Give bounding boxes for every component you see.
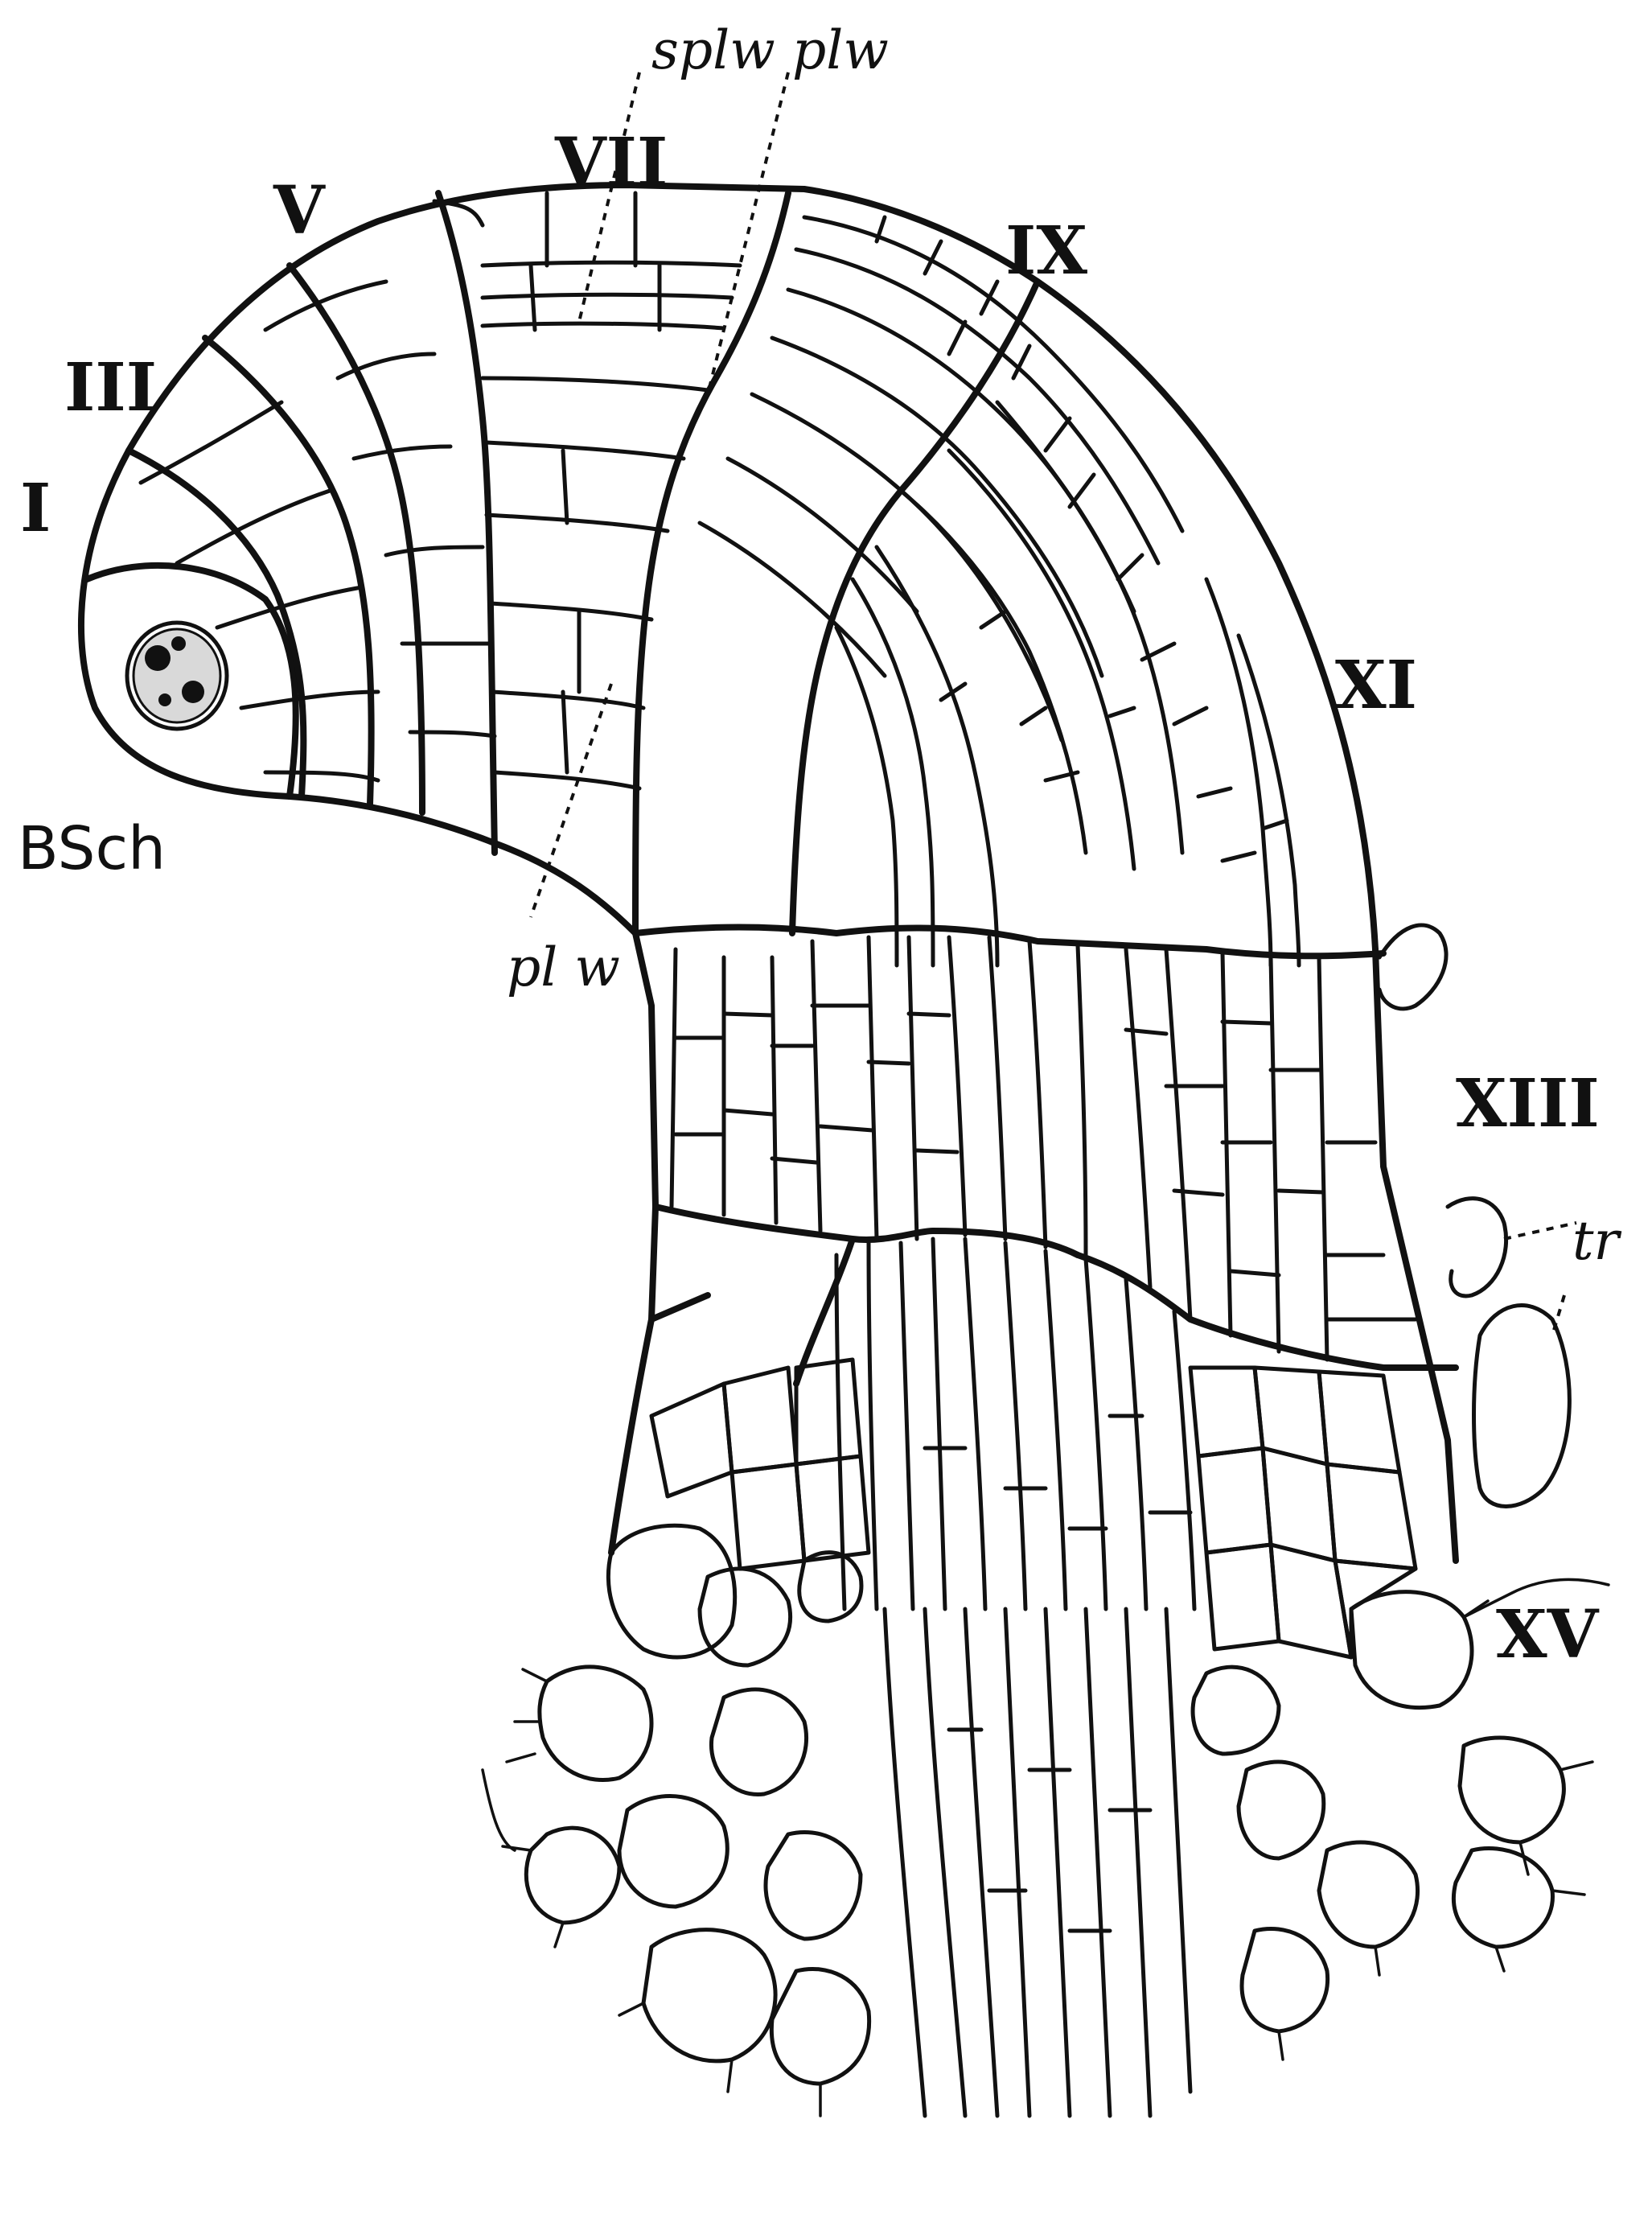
- spiky-epidermis: [483, 1579, 1609, 2116]
- nucleolus-1: [145, 645, 171, 671]
- label-V: V: [273, 172, 326, 249]
- labels: I III V VII IX XI XIII XV BSch splw plw …: [18, 19, 1622, 1673]
- lower-polygon-cells: [651, 1360, 1416, 1657]
- nucleolus-2: [182, 681, 204, 703]
- label-bsch: BSch: [18, 814, 166, 883]
- stem-cross-walls: [676, 1006, 1416, 1931]
- label-XIII: XIII: [1456, 1065, 1600, 1142]
- transverse-boundaries: [635, 928, 1456, 1385]
- right-arcs: [700, 217, 1299, 965]
- label-I: I: [20, 470, 51, 547]
- label-XV: XV: [1496, 1596, 1600, 1673]
- nucleolus-4: [158, 693, 171, 706]
- trichomes: [1379, 925, 1569, 1507]
- label-splw: splw: [651, 19, 775, 81]
- nucleolus-3: [171, 636, 186, 651]
- label-III: III: [64, 349, 157, 426]
- hook-cell-arcs: [141, 193, 740, 788]
- label-plw-bottom: pl w: [507, 936, 620, 998]
- outer-outline: [81, 185, 1456, 1561]
- label-tr: tr: [1572, 1210, 1622, 1272]
- apical-cell-group: [87, 566, 296, 796]
- label-IX: IX: [1005, 212, 1087, 290]
- label-XI: XI: [1335, 647, 1417, 724]
- label-VII: VII: [554, 124, 668, 201]
- label-plw-top: plw: [792, 19, 889, 81]
